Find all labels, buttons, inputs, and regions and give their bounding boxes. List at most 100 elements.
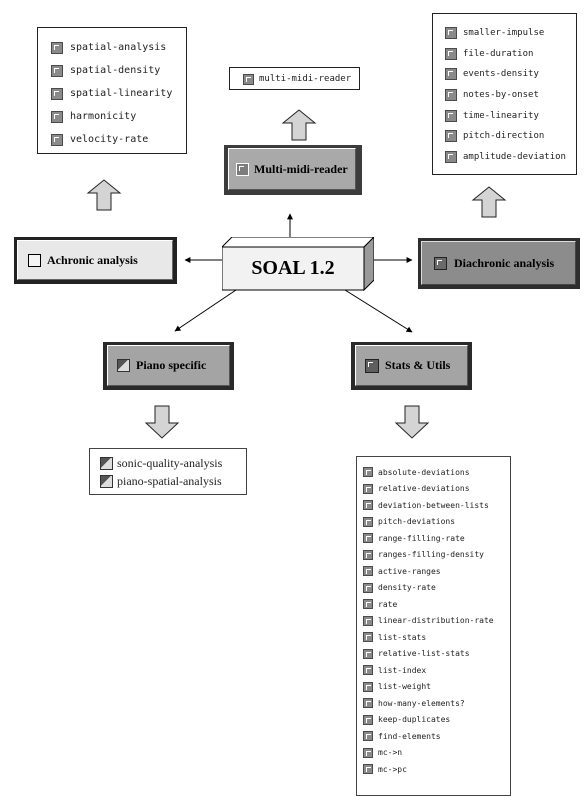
achronic-function-list: spatial-analysis spatial-density spatial-l… xyxy=(37,27,187,154)
function-item[interactable]: smaller-impulse xyxy=(445,23,576,44)
function-item[interactable]: relative-list-stats xyxy=(363,646,510,663)
function-item-label: keep-duplicates xyxy=(378,715,451,725)
function-file-icon xyxy=(445,47,457,60)
function-item[interactable]: keep-duplicates xyxy=(363,712,510,729)
function-item-label: relative-list-stats xyxy=(378,649,470,659)
function-item[interactable]: list-weight xyxy=(363,679,510,696)
function-file-icon xyxy=(51,64,63,77)
function-item-label: spatial-analysis xyxy=(70,42,167,53)
function-item-label: time-linearity xyxy=(463,110,539,121)
function-file-icon xyxy=(363,747,373,758)
function-item-label: list-stats xyxy=(378,632,427,642)
function-file-icon xyxy=(51,87,63,100)
function-item[interactable]: sonic-quality-analysis xyxy=(100,454,246,472)
function-item[interactable]: find-elements xyxy=(363,728,510,745)
function-item-label: spatial-linearity xyxy=(70,88,173,99)
function-file-icon xyxy=(363,764,373,775)
function-item[interactable]: rate xyxy=(363,596,510,613)
function-item-label: pitch-direction xyxy=(463,131,545,142)
function-file-icon xyxy=(363,483,373,494)
function-item[interactable]: spatial-density xyxy=(51,59,186,82)
function-item-label: mc->pc xyxy=(378,764,407,774)
function-item-label: velocity-rate xyxy=(70,134,149,145)
module-icon xyxy=(117,359,130,372)
function-item-label: pitch-deviations xyxy=(378,517,456,527)
achronic-analysis-label: Achronic analysis xyxy=(47,252,138,267)
function-item-label: linear-distribution-rate xyxy=(378,616,494,626)
function-item-label: absolute-deviations xyxy=(378,467,470,477)
multi-midi-reader-module[interactable]: Multi-midi-reader xyxy=(224,145,362,195)
function-item[interactable]: list-stats xyxy=(363,629,510,646)
function-file-icon xyxy=(363,566,373,577)
function-item[interactable]: pitch-deviations xyxy=(363,514,510,531)
function-item[interactable]: active-ranges xyxy=(363,563,510,580)
function-item-label: deviation-between-lists xyxy=(378,500,489,510)
up-arrow-diachronic xyxy=(471,186,507,218)
function-item[interactable]: events-density xyxy=(445,64,576,85)
soal-core-block[interactable]: SOAL 1.2 xyxy=(222,237,374,291)
function-item[interactable]: range-filling-rate xyxy=(363,530,510,547)
function-item-label: relative-deviations xyxy=(378,484,470,494)
diachronic-analysis-module[interactable]: Diachronic analysis xyxy=(418,238,580,289)
function-item[interactable]: time-linearity xyxy=(445,105,576,126)
function-item-label: harmonicity xyxy=(70,111,137,122)
function-item[interactable]: mc->pc xyxy=(363,761,510,778)
function-item-label: notes-by-onset xyxy=(463,90,539,101)
function-item-label: list-index xyxy=(378,665,427,675)
function-file-icon xyxy=(363,698,373,709)
multi-midi-function-list: multi-midi-reader xyxy=(229,67,360,90)
module-icon xyxy=(28,253,41,267)
function-item[interactable]: how-many-elements? xyxy=(363,695,510,712)
piano-specific-label: Piano specific xyxy=(136,358,207,372)
function-item[interactable]: ranges-filling-density xyxy=(363,547,510,564)
multi-midi-reader-label: Multi-midi-reader xyxy=(254,161,348,176)
function-item[interactable]: density-rate xyxy=(363,580,510,597)
stats-utils-label: Stats & Utils xyxy=(385,358,451,372)
function-file-icon xyxy=(363,467,373,478)
function-file-icon xyxy=(363,582,373,593)
function-item[interactable]: deviation-between-lists xyxy=(363,497,510,514)
piano-function-list: sonic-quality-analysis piano-spatial-anal… xyxy=(89,448,247,495)
diachronic-analysis-label: Diachronic analysis xyxy=(454,255,555,270)
module-icon xyxy=(236,162,249,176)
function-file-icon xyxy=(445,89,457,102)
function-item[interactable]: piano-spatial-analysis xyxy=(100,472,246,490)
function-file-icon xyxy=(51,133,63,146)
function-item[interactable]: linear-distribution-rate xyxy=(363,613,510,630)
function-item[interactable]: mc->n xyxy=(363,745,510,762)
function-file-icon xyxy=(445,150,457,163)
module-icon xyxy=(365,358,379,373)
function-item[interactable]: notes-by-onset xyxy=(445,85,576,106)
function-item-label: smaller-impulse xyxy=(463,28,545,39)
function-item[interactable]: harmonicity xyxy=(51,105,186,128)
soal-title: SOAL 1.2 xyxy=(251,257,335,279)
stats-utils-module[interactable]: Stats & Utils xyxy=(351,342,472,390)
achronic-analysis-module[interactable]: Achronic analysis xyxy=(14,237,177,284)
function-file-icon xyxy=(363,516,373,527)
function-file-icon xyxy=(445,27,457,40)
function-file-icon xyxy=(100,474,113,488)
function-item[interactable]: list-index xyxy=(363,662,510,679)
function-item[interactable]: spatial-analysis xyxy=(51,36,186,59)
function-item[interactable]: velocity-rate xyxy=(51,128,186,151)
function-item-label: list-weight xyxy=(378,682,431,692)
function-item[interactable]: pitch-direction xyxy=(445,126,576,147)
down-arrow-stats xyxy=(394,405,430,439)
function-item[interactable]: spatial-linearity xyxy=(51,82,186,105)
function-item[interactable]: multi-midi-reader xyxy=(243,72,359,86)
function-item-label: sonic-quality-analysis xyxy=(117,455,223,470)
function-item[interactable]: amplitude-deviation xyxy=(445,147,576,168)
stats-function-list: absolute-deviations relative-deviations de… xyxy=(356,456,511,796)
function-item-label: amplitude-deviation xyxy=(463,151,566,162)
function-item[interactable]: relative-deviations xyxy=(363,481,510,498)
function-item-label: range-filling-rate xyxy=(378,533,465,543)
piano-specific-module[interactable]: Piano specific xyxy=(103,342,234,390)
function-file-icon xyxy=(363,648,373,659)
function-file-icon xyxy=(363,681,373,692)
function-item[interactable]: absolute-deviations xyxy=(363,464,510,481)
function-item[interactable]: file-duration xyxy=(445,44,576,65)
function-item-label: density-rate xyxy=(378,583,436,593)
function-item-label: how-many-elements? xyxy=(378,698,465,708)
